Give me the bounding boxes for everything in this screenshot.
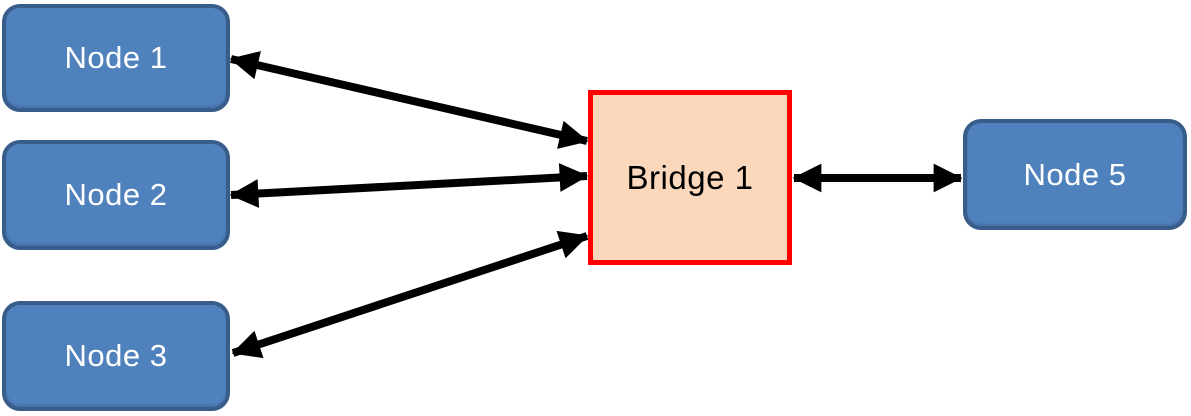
- node-2-box: Node 2: [2, 140, 230, 250]
- arrow-node2-bridge1: [229, 163, 589, 208]
- arrow-node1-bridge1: [229, 51, 589, 149]
- bridge-1-label: Bridge 1: [626, 158, 754, 196]
- node-1-box: Node 1: [2, 4, 230, 112]
- arrow-node3-bridge1: [231, 230, 589, 359]
- node-5-label: Node 5: [1023, 156, 1127, 192]
- node-5-box: Node 5: [963, 119, 1187, 230]
- node-3-box: Node 3: [2, 301, 230, 411]
- bridge-1-box: Bridge 1: [588, 90, 792, 265]
- node-2-label: Node 2: [64, 177, 168, 212]
- node-1-label: Node 1: [64, 40, 168, 75]
- node-3-label: Node 3: [64, 338, 168, 373]
